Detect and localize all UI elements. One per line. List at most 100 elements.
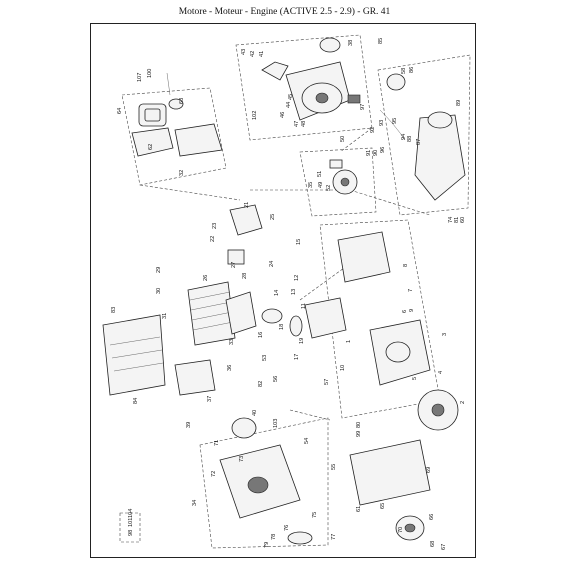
part-number-103: 103 <box>273 419 279 428</box>
part-number-101: 101 <box>128 518 134 527</box>
part-number-74: 74 <box>448 217 454 223</box>
part-number-34: 34 <box>192 500 198 506</box>
drive-group-outline <box>199 417 329 549</box>
ignition-group-outline <box>299 147 377 217</box>
part-number-90: 90 <box>373 150 379 156</box>
part-number-66: 66 <box>429 514 435 520</box>
piston <box>261 308 283 324</box>
part-number-81: 81 <box>454 217 460 223</box>
part-number-5: 5 <box>412 377 418 380</box>
fuel-cap <box>386 73 406 91</box>
part-number-44: 44 <box>286 102 292 108</box>
ignition-coil-core <box>340 177 350 187</box>
part-number-72: 72 <box>211 471 217 477</box>
part-number-98: 98 <box>128 530 134 536</box>
carb-gasket <box>227 249 245 265</box>
part-number-52: 52 <box>326 185 332 191</box>
part-number-78: 78 <box>271 534 277 540</box>
drive-coupling <box>287 531 313 545</box>
part-number-48: 48 <box>301 121 307 127</box>
starter-hub <box>315 92 329 104</box>
part-number-58: 58 <box>401 68 407 74</box>
part-number-92: 92 <box>370 127 376 133</box>
part-number-25: 25 <box>270 214 276 220</box>
part-number-14: 14 <box>274 290 280 296</box>
part-number-28: 28 <box>242 273 248 279</box>
part-number-46: 46 <box>280 112 286 118</box>
part-number-43: 43 <box>241 49 247 55</box>
part-number-12: 12 <box>294 275 300 281</box>
part-number-39: 39 <box>186 422 192 428</box>
part-number-61: 61 <box>356 506 362 512</box>
part-number-77: 77 <box>331 534 337 540</box>
part-number-27: 27 <box>231 262 237 268</box>
cylinder-shroud <box>102 314 166 396</box>
cylinder-gasket <box>225 291 257 335</box>
part-number-26: 26 <box>203 275 209 281</box>
part-number-19: 19 <box>299 338 305 344</box>
part-number-96: 96 <box>380 147 386 153</box>
part-number-17: 17 <box>294 354 300 360</box>
part-number-95: 95 <box>392 118 398 124</box>
fuel-tank-neck <box>427 111 453 129</box>
part-number-89: 89 <box>456 100 462 106</box>
part-number-22: 22 <box>210 236 216 242</box>
part-number-15: 15 <box>296 239 302 245</box>
part-number-23: 23 <box>212 223 218 229</box>
part-number-69: 69 <box>426 467 432 473</box>
part-number-37: 37 <box>207 396 213 402</box>
starter-spring <box>347 94 361 104</box>
part-number-73: 73 <box>239 456 245 462</box>
part-number-99: 99 <box>356 431 362 437</box>
diagram-title: Motore - Moteur - Engine (ACTIVE 2.5 - 2… <box>178 7 391 17</box>
part-number-6: 6 <box>402 310 408 313</box>
spark-cap <box>329 159 343 169</box>
part-number-8: 8 <box>403 264 409 267</box>
filter-base <box>131 127 174 157</box>
part-number-68: 68 <box>430 541 436 547</box>
fuel-tank-group-outline <box>377 54 471 216</box>
starter-group-outline <box>235 34 373 141</box>
part-number-80: 80 <box>356 422 362 428</box>
part-number-4: 4 <box>438 371 444 374</box>
part-number-86: 86 <box>409 67 415 73</box>
connector-line <box>289 409 331 421</box>
part-number-57: 57 <box>324 379 330 385</box>
diagram-frame <box>90 23 476 558</box>
filter-cover <box>174 123 223 157</box>
part-number-41: 41 <box>259 51 265 57</box>
part-number-9: 9 <box>409 309 415 312</box>
part-number-87: 87 <box>416 139 422 145</box>
clutch-drum <box>231 417 257 439</box>
part-number-62: 62 <box>148 144 154 150</box>
filter-knob <box>168 98 184 110</box>
fuel-line <box>379 109 406 141</box>
connector-line <box>139 184 241 201</box>
part-number-104: 104 <box>128 509 134 518</box>
piston-ring <box>289 315 303 337</box>
part-number-18: 18 <box>279 324 285 330</box>
part-number-88: 88 <box>407 136 413 142</box>
part-number-102: 102 <box>252 111 258 120</box>
cylinder-head <box>187 281 236 346</box>
part-number-54: 54 <box>304 438 310 444</box>
part-number-50: 50 <box>340 136 346 142</box>
part-number-65: 65 <box>380 503 386 509</box>
part-number-40: 40 <box>252 410 258 416</box>
starter-cap <box>319 37 341 53</box>
muffler <box>174 359 216 396</box>
clutch-center <box>404 523 416 533</box>
part-number-10: 10 <box>340 365 346 371</box>
part-number-100: 100 <box>147 69 153 78</box>
part-number-76: 76 <box>284 525 290 531</box>
part-number-1: 1 <box>346 340 352 343</box>
connector-line <box>339 127 373 153</box>
part-number-82: 82 <box>258 381 264 387</box>
part-number-97: 97 <box>360 104 366 110</box>
air-filter-inner <box>144 108 161 122</box>
part-number-36: 36 <box>227 365 233 371</box>
part-number-79: 79 <box>264 542 270 548</box>
